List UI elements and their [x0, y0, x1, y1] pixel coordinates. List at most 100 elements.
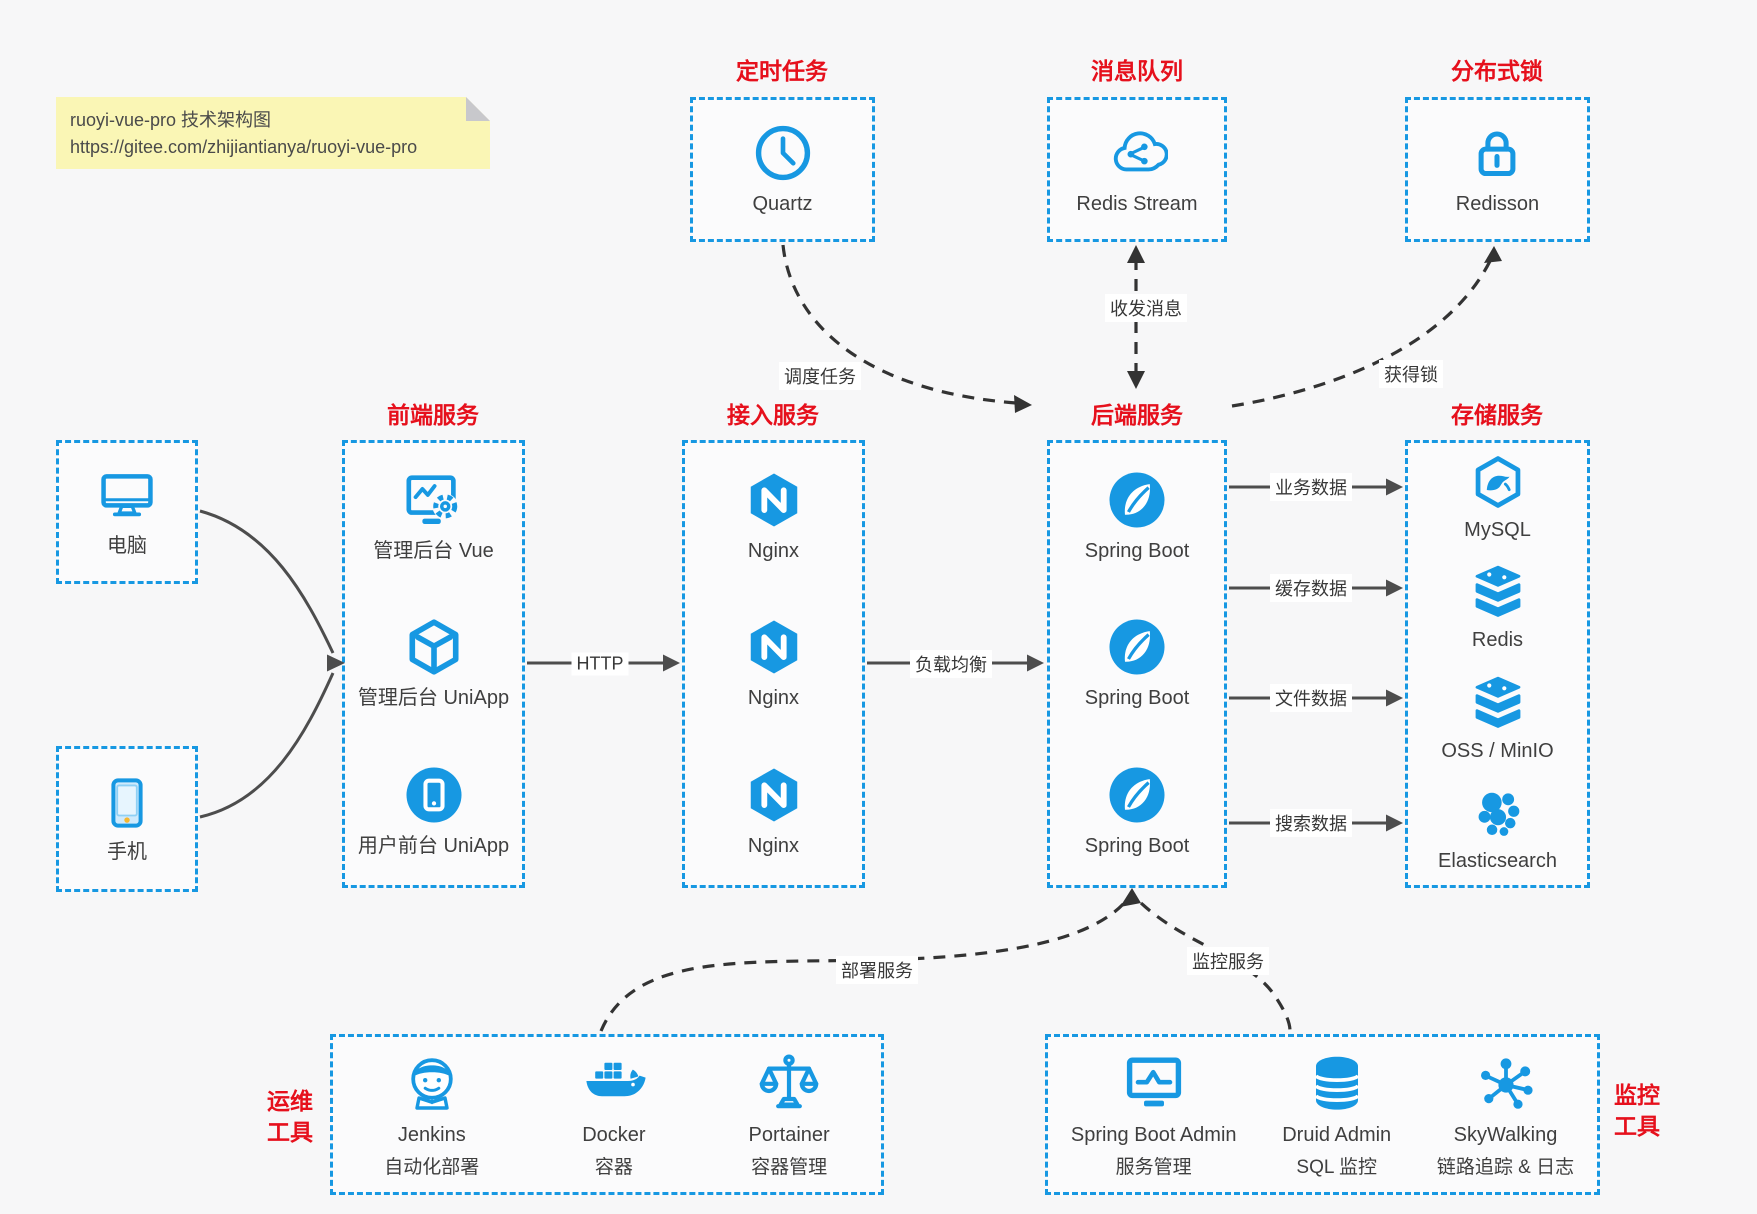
node-sublabel: 容器: [594, 1156, 633, 1178]
node-label: Redisson: [1455, 193, 1540, 215]
node-label: Elasticsearch: [1438, 850, 1557, 873]
scales-icon: [757, 1051, 821, 1115]
user-app-icon: [403, 764, 465, 826]
group-title-lock: 分布式锁: [1451, 58, 1543, 84]
node-redis: Redis: [1470, 564, 1526, 653]
node-pc: 电脑: [97, 466, 157, 559]
node-label: SkyWalking: [1453, 1123, 1558, 1146]
spring-icon: [1106, 764, 1168, 826]
group-title-ops: 运维 工具: [267, 1088, 313, 1145]
node-label: Redis Stream: [1076, 193, 1198, 215]
edge-label-biz-data: 业务数据: [1270, 473, 1352, 501]
node-quartz: Quartz: [752, 122, 814, 217]
docker-icon: [582, 1051, 646, 1115]
admin-vue-icon: [403, 469, 465, 531]
group-title-monitor: 监控 工具: [1614, 1082, 1660, 1139]
node-mobile: 手机: [98, 774, 156, 865]
node-sublabel: 链路追踪 & 日志: [1436, 1156, 1575, 1178]
node-user-uniapp: 用户前台 UniApp: [358, 764, 509, 859]
node-elasticsearch: Elasticsearch: [1438, 785, 1557, 874]
monitor-chart-icon: [1122, 1051, 1186, 1115]
node-label: MySQL: [1464, 518, 1531, 541]
nginx-icon: [743, 616, 805, 678]
node-label: Portainer: [748, 1123, 830, 1146]
node-docker: Docker 容器: [582, 1051, 646, 1179]
node-nginx-1: Nginx: [743, 469, 805, 564]
note-url: https://gitee.com/zhijiantianya/ruoyi-vu…: [70, 137, 418, 157]
monitor-box: Spring Boot Admin 服务管理 Druid Admin SQL 监…: [1045, 1034, 1600, 1195]
network-nodes-icon: [1474, 1051, 1538, 1115]
spring-icon: [1106, 616, 1168, 678]
cloud-stream-icon: [1106, 122, 1169, 184]
phone-icon: [98, 774, 156, 832]
uniapp-cube-icon: [403, 616, 465, 678]
node-sublabel: 容器管理: [751, 1156, 828, 1178]
spring-icon: [1106, 469, 1168, 531]
node-label: Druid Admin: [1282, 1123, 1392, 1146]
node-springboot-admin: Spring Boot Admin 服务管理: [1071, 1051, 1237, 1179]
node-label: OSS / MinIO: [1441, 739, 1554, 762]
backend-box: Spring Boot Spring Boot Spring Boot: [1047, 440, 1227, 888]
mobile-box: 手机: [56, 746, 198, 892]
node-nginx-3: Nginx: [743, 764, 805, 859]
node-label: 管理后台 Vue: [373, 540, 494, 563]
node-label: 电脑: [107, 534, 147, 557]
group-title-mq: 消息队列: [1091, 58, 1183, 84]
node-sublabel: 自动化部署: [384, 1156, 480, 1178]
node-druid: Druid Admin SQL 监控: [1282, 1051, 1391, 1179]
sticky-note: ruoyi-vue-pro 技术架构图 https://gitee.com/zh…: [56, 97, 490, 169]
node-sublabel: 服务管理: [1115, 1156, 1192, 1178]
node-mysql: MySQL: [1464, 454, 1531, 543]
node-label: Quartz: [752, 193, 813, 215]
frontend-box: 管理后台 Vue 管理后台 UniApp 用户前台 UniApp: [342, 440, 525, 888]
ops-box: Jenkins 自动化部署 Docker 容器 Portainer 容器管理: [330, 1034, 884, 1195]
storage-box: MySQL Redis OSS / MinIO Elasticsearch: [1405, 440, 1590, 888]
lock-icon: [1466, 122, 1528, 184]
edge-label-message: 收发消息: [1105, 294, 1187, 322]
pc-box: 电脑: [56, 440, 198, 584]
node-label: Nginx: [747, 834, 800, 857]
quartz-box: Quartz: [690, 97, 875, 242]
redisson-box: Redisson: [1405, 97, 1590, 242]
elasticsearch-icon: [1470, 785, 1526, 841]
edge-label-deploy: 部署服务: [836, 956, 918, 984]
desktop-icon: [97, 466, 157, 526]
node-nginx-2: Nginx: [743, 616, 805, 711]
edge-label-cache-data: 缓存数据: [1270, 574, 1352, 602]
node-label: 手机: [107, 840, 147, 863]
node-springboot-2: Spring Boot: [1084, 616, 1190, 711]
stack-icon: [1470, 564, 1526, 620]
node-oss-minio: OSS / MinIO: [1441, 675, 1554, 764]
node-label: Nginx: [747, 540, 800, 563]
node-label: Jenkins: [397, 1123, 466, 1146]
edge-label-search-data: 搜索数据: [1270, 809, 1352, 837]
node-label: Docker: [582, 1123, 646, 1146]
node-admin-vue: 管理后台 Vue: [373, 469, 494, 564]
node-springboot-3: Spring Boot: [1084, 764, 1190, 859]
nginx-icon: [743, 469, 805, 531]
redis-stream-box: Redis Stream: [1047, 97, 1227, 242]
nginx-icon: [743, 764, 805, 826]
node-sublabel: SQL 监控: [1296, 1156, 1377, 1178]
edge-label-http: HTTP: [571, 652, 629, 676]
edge-label-monitor: 监控服务: [1187, 947, 1269, 975]
node-label: Spring Boot Admin: [1070, 1123, 1237, 1146]
node-label: Spring Boot: [1084, 540, 1190, 563]
stack-icon: [1470, 675, 1526, 731]
edge-label-acquire-lock: 获得锁: [1379, 360, 1443, 388]
node-label: 管理后台 UniApp: [357, 687, 510, 710]
node-admin-uniapp: 管理后台 UniApp: [358, 616, 509, 711]
node-label: Spring Boot: [1084, 834, 1190, 857]
node-springboot-1: Spring Boot: [1084, 469, 1190, 564]
node-redis-stream: Redis Stream: [1076, 122, 1198, 217]
note-title: ruoyi-vue-pro 技术架构图: [70, 110, 272, 130]
mysql-icon: [1470, 454, 1526, 510]
node-label: Spring Boot: [1084, 687, 1190, 710]
database-icon: [1305, 1051, 1369, 1115]
edge-label-schedule: 调度任务: [779, 362, 861, 390]
group-title-storage: 存储服务: [1451, 402, 1543, 428]
node-jenkins: Jenkins 自动化部署: [384, 1051, 479, 1179]
node-skywalking: SkyWalking 链路追踪 & 日志: [1437, 1051, 1574, 1179]
edge-label-load-balance: 负载均衡: [910, 650, 992, 678]
node-label: 用户前台 UniApp: [357, 834, 510, 857]
